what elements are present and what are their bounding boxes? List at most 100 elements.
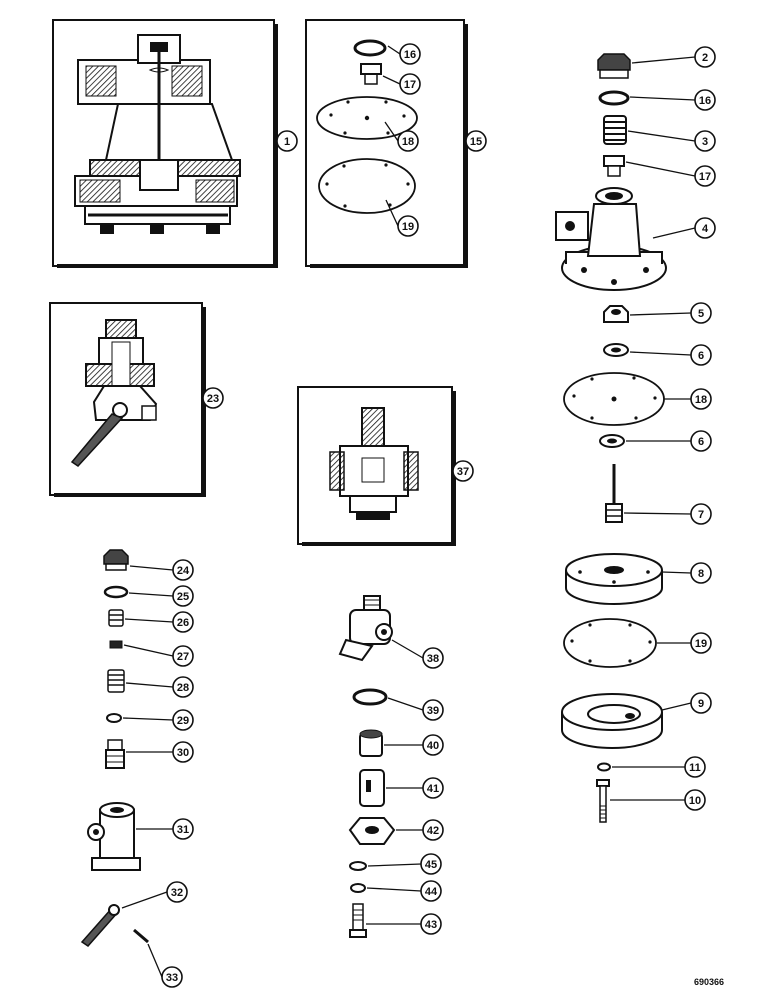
callout-31: 31 — [172, 818, 194, 840]
leader-line-33 — [147, 943, 163, 978]
callout-circle — [694, 217, 716, 239]
callout-3: 3 — [694, 130, 716, 152]
leader-line-8 — [661, 571, 692, 574]
callout-circle — [172, 709, 194, 731]
leader-line-5 — [629, 312, 692, 316]
callout-circle — [694, 89, 716, 111]
callout-circle — [690, 430, 712, 452]
leader-line-9 — [661, 702, 692, 711]
washer-29 — [106, 713, 122, 723]
leader-line-6 — [629, 351, 692, 356]
cap-24 — [103, 549, 129, 571]
callout-circle — [694, 165, 716, 187]
body-31 — [87, 802, 141, 871]
callout-circle — [684, 756, 706, 778]
base-9 — [561, 693, 663, 749]
leader-line-32 — [121, 891, 168, 909]
pin-33 — [133, 928, 149, 944]
spring-3 — [603, 115, 627, 145]
callout-43: 43 — [420, 913, 442, 935]
callout-label: 10 — [689, 795, 701, 807]
callout-circle — [690, 503, 712, 525]
callout-circle — [420, 853, 442, 875]
cover-8 — [565, 553, 663, 605]
callout-19: 19 — [690, 632, 712, 654]
gasket-16b — [598, 90, 630, 106]
cap-2 — [597, 53, 631, 79]
leader-line-27 — [123, 644, 174, 657]
oring-39 — [352, 688, 388, 706]
panel-item-1 — [52, 19, 278, 268]
callout-circle — [690, 344, 712, 366]
callout-label: 29 — [177, 715, 189, 727]
washer-6a — [603, 343, 629, 357]
valve-body-4 — [555, 187, 667, 291]
callout-17: 17 — [694, 165, 716, 187]
callout-circle — [422, 819, 444, 841]
leader-line-17 — [382, 75, 401, 85]
callout-circle — [690, 562, 712, 584]
callout-label: 15 — [470, 136, 482, 148]
callout-10: 10 — [684, 789, 706, 811]
callout-label: 24 — [177, 565, 190, 577]
cage-41 — [359, 769, 385, 807]
callout-circle — [684, 789, 706, 811]
check-valve-drawing — [329, 407, 419, 520]
callout-39: 39 — [422, 699, 444, 721]
gasket-16a — [353, 39, 387, 57]
callout-circle — [694, 46, 716, 68]
leader-line-29 — [122, 717, 174, 721]
leader-line-38 — [391, 639, 424, 659]
callout-label: 25 — [177, 591, 189, 603]
leader-line-26 — [124, 618, 174, 623]
check-body-38 — [338, 595, 393, 662]
callout-29: 29 — [172, 709, 194, 731]
callout-27: 27 — [172, 645, 194, 667]
callout-6: 6 — [690, 344, 712, 366]
leader-line-16 — [387, 45, 401, 55]
leader-line-4 — [652, 227, 696, 239]
bolt-10 — [596, 779, 610, 823]
washer-45 — [349, 861, 367, 871]
callout-circle — [172, 645, 194, 667]
callout-label: 7 — [698, 509, 704, 521]
callout-circle — [690, 388, 712, 410]
callout-circle — [172, 559, 194, 581]
callout-circle — [452, 460, 474, 482]
callout-label: 33 — [166, 972, 178, 984]
callout-label: 30 — [177, 747, 189, 759]
callout-circle — [172, 676, 194, 698]
callout-label: 6 — [698, 350, 704, 362]
callout-label: 3 — [702, 136, 708, 148]
callout-25: 25 — [172, 585, 194, 607]
callout-26: 26 — [172, 611, 194, 633]
callout-label: 8 — [698, 568, 704, 580]
seal-27 — [109, 640, 123, 649]
callout-label: 44 — [425, 886, 438, 898]
callout-label: 23 — [207, 393, 219, 405]
callout-16: 16 — [694, 89, 716, 111]
callout-label: 19 — [695, 638, 707, 650]
lockwasher-44 — [350, 883, 366, 893]
callout-label: 9 — [698, 698, 704, 710]
panel-item-37 — [297, 386, 456, 546]
callout-circle — [465, 130, 487, 152]
callout-label: 1 — [284, 136, 290, 148]
callout-label: 11 — [689, 762, 701, 774]
callout-label: 17 — [404, 79, 416, 91]
callout-circle — [202, 387, 224, 409]
middle-column-parts — [338, 595, 396, 938]
drain-valve-drawing — [70, 319, 158, 467]
callout-label: 28 — [177, 682, 189, 694]
callout-17: 17 — [399, 73, 421, 95]
callout-2: 2 — [694, 46, 716, 68]
plunger-30 — [105, 739, 125, 769]
callout-label: 6 — [698, 436, 704, 448]
callout-18: 18 — [690, 388, 712, 410]
callout-label: 37 — [457, 466, 469, 478]
callout-circle — [420, 913, 442, 935]
callout-33: 33 — [161, 966, 183, 988]
callout-label: 16 — [404, 49, 416, 61]
